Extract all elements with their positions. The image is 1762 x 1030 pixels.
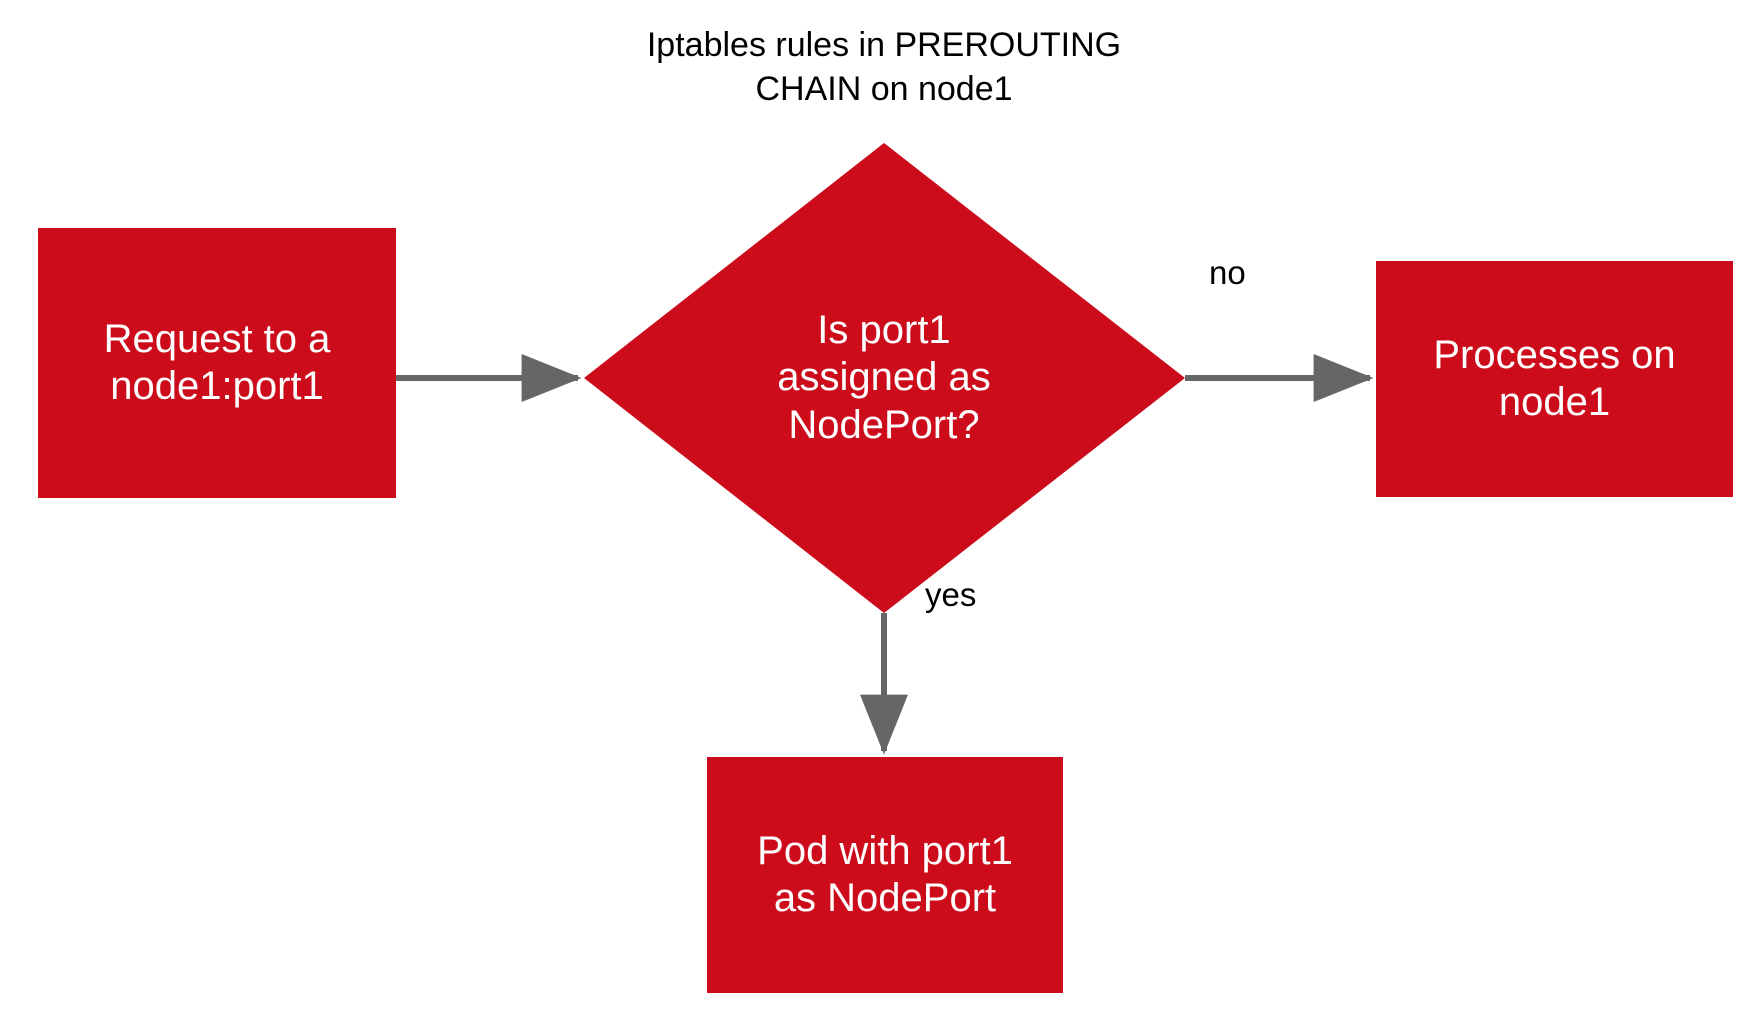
- node-pod[interactable]: [707, 757, 1063, 993]
- node-processes[interactable]: [1376, 261, 1733, 497]
- node-decision[interactable]: [584, 143, 1185, 613]
- node-request[interactable]: [38, 228, 396, 498]
- edge-label-no: no: [1209, 254, 1246, 291]
- edge-label-yes: yes: [925, 576, 977, 613]
- page-title: Iptables rules in PREROUTING CHAIN on no…: [646, 26, 1122, 108]
